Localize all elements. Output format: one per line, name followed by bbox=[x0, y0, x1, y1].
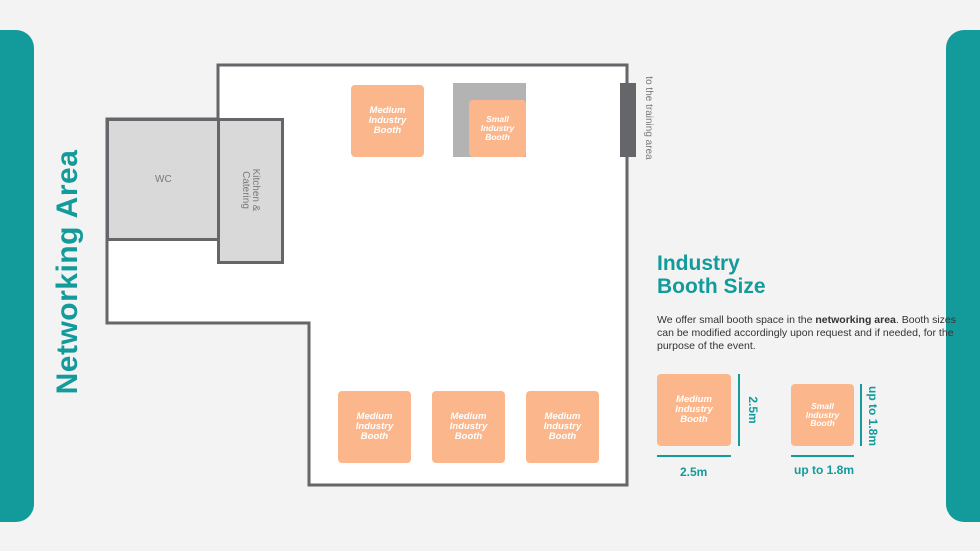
booth-medium-bottom-2: Medium Industry Booth bbox=[432, 391, 505, 463]
legend-booth-small: Small Industry Booth bbox=[791, 384, 854, 446]
medium-width-line bbox=[657, 455, 731, 457]
small-height-label: up to 1.8m bbox=[866, 385, 880, 447]
small-width-line bbox=[791, 455, 854, 457]
booth-small-top: Small Industry Booth bbox=[469, 100, 526, 157]
booth-label: Medium Industry Booth bbox=[355, 411, 394, 442]
info-description: We offer small booth space in the networ… bbox=[657, 314, 957, 353]
info-desc-bold: networking area bbox=[815, 314, 896, 326]
booth-label: Medium Industry Booth bbox=[368, 105, 407, 136]
booth-medium-bottom-1: Medium Industry Booth bbox=[338, 391, 411, 463]
small-height-line bbox=[860, 384, 862, 446]
booth-label: Medium Industry Booth bbox=[543, 411, 582, 442]
medium-width-label: 2.5m bbox=[680, 465, 708, 479]
medium-height-label: 2.5m bbox=[746, 396, 760, 424]
kitchen-label: Kitchen & Catering bbox=[240, 168, 261, 212]
info-desc-pre: We offer small booth space in the bbox=[657, 314, 816, 326]
booth-label: Small Industry Booth bbox=[480, 114, 515, 142]
kitchen-room bbox=[217, 118, 284, 264]
exit-door bbox=[620, 83, 636, 157]
booth-label: Medium Industry Booth bbox=[449, 411, 488, 442]
booth-medium-bottom-3: Medium Industry Booth bbox=[526, 391, 599, 463]
legend-booth-medium: Medium Industry Booth bbox=[657, 374, 731, 446]
legend-booth-small-label: Small Industry Booth bbox=[805, 400, 840, 429]
legend-booth-medium-label: Medium Industry Booth bbox=[675, 394, 713, 425]
right-accent-bar bbox=[946, 30, 980, 522]
small-width-label: up to 1.8m bbox=[794, 463, 855, 477]
exit-label: to the training area bbox=[643, 76, 654, 160]
left-accent-bar bbox=[0, 30, 34, 522]
info-heading: Industry Booth Size bbox=[657, 252, 766, 298]
medium-height-line bbox=[738, 374, 740, 446]
booth-medium-top: Medium Industry Booth bbox=[351, 85, 424, 157]
info-desc-post: . Booth sizes can be modified accordingl… bbox=[657, 314, 957, 352]
wc-label: WC bbox=[155, 174, 172, 185]
info-heading-line2: Booth Size bbox=[657, 275, 766, 298]
info-heading-line1: Industry bbox=[657, 252, 740, 275]
